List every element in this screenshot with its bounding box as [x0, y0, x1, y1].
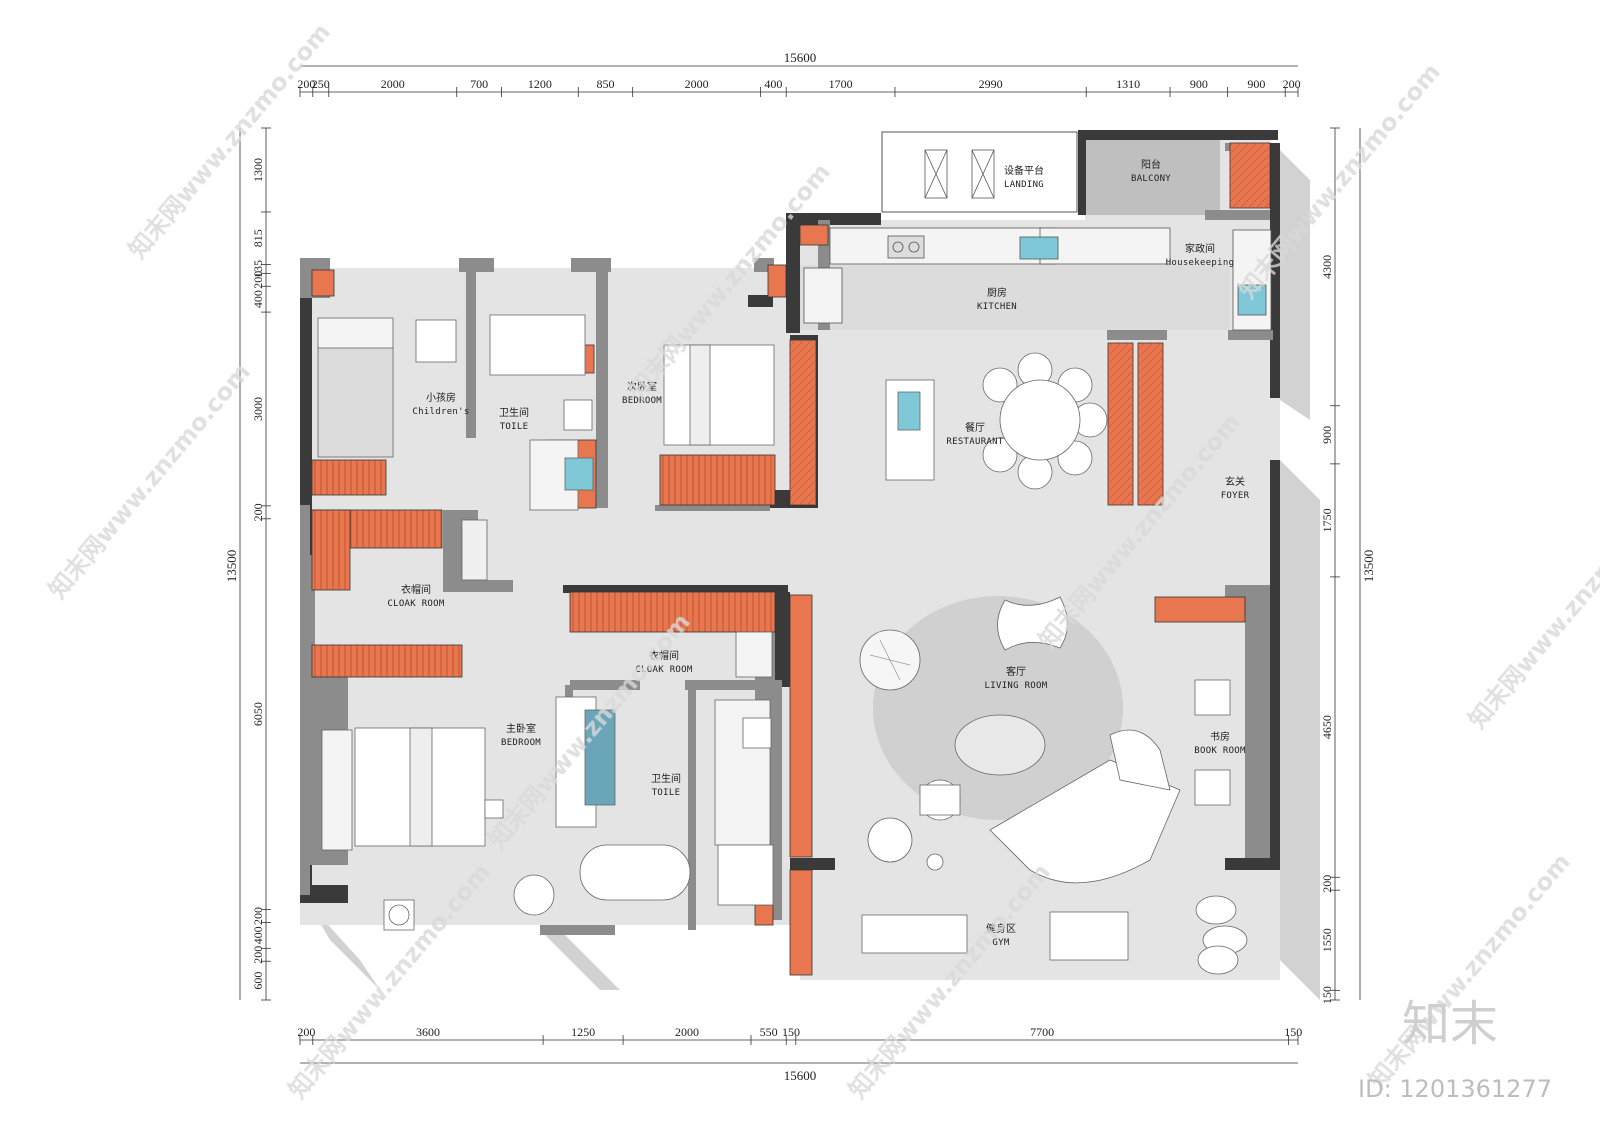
- bottom-total-dim: 15600: [784, 1068, 817, 1083]
- top-dim-label: 900: [1190, 77, 1208, 91]
- top-dim-label: 200: [1283, 77, 1301, 91]
- room-toile2-cn: 卫生间: [651, 772, 681, 785]
- bottom-dim-label: 7700: [1030, 1025, 1054, 1039]
- kitchen-counters: [803, 227, 1272, 331]
- top-dim-label: 200: [297, 77, 315, 91]
- left-dim-label: 600: [251, 972, 265, 990]
- watermark-1: 知末网www.znzmo.com: [123, 18, 336, 264]
- bottom-dim-label: 150: [1284, 1025, 1302, 1039]
- left-dim-label: 3000: [251, 397, 265, 421]
- room-book-en: BOOK ROOM: [1194, 746, 1246, 756]
- left-dim-label: 200: [251, 946, 265, 964]
- bottom-dim-label: 200: [297, 1025, 315, 1039]
- room-housekeeping-cn: 家政间: [1185, 242, 1215, 255]
- top-dim-label: 1200: [528, 77, 552, 91]
- top-dimensions: [300, 65, 1298, 93]
- top-dim-label: 850: [596, 77, 614, 91]
- watermark-10: 知末网www.znzmo.com: [1363, 848, 1576, 1094]
- top-dim-label: 700: [470, 77, 488, 91]
- room-balcony-en: BALCONY: [1131, 174, 1171, 184]
- dining-set: [885, 352, 1108, 490]
- brand-logo: 知末: [1402, 996, 1498, 1052]
- balcony-floor: [1085, 135, 1220, 215]
- right-dim-label: 1750: [1320, 508, 1334, 532]
- right-dim-label: 4300: [1320, 255, 1334, 279]
- right-dim-label: 1550: [1320, 928, 1334, 952]
- room-book-cn: 书房: [1210, 730, 1230, 743]
- top-dim-label: 2990: [979, 77, 1003, 91]
- room-balcony-cn: 阳台: [1141, 158, 1161, 171]
- room-kitchen-en: KITCHEN: [977, 302, 1017, 312]
- living-furniture: [859, 596, 1248, 975]
- room-children-en: Children's: [412, 407, 469, 417]
- top-dim-label: 250: [312, 77, 330, 91]
- watermark-7: 知末网www.znzmo.com: [1463, 488, 1600, 734]
- bottom-dim-label: 1250: [571, 1025, 595, 1039]
- bottom-segment-dims: 200 3600 1250 2000 550 150 7700 150: [297, 1025, 1302, 1045]
- left-total-dim: 13500: [224, 550, 239, 583]
- side-dimensions: [239, 128, 1361, 1000]
- landing-platform: [881, 131, 1078, 213]
- right-dim-label: 150: [1320, 986, 1334, 1004]
- left-dim-label: 815: [251, 229, 265, 247]
- room-toile2-en: TOILE: [652, 788, 681, 798]
- landing-units: [924, 149, 995, 199]
- bottom-dim-label: 550: [760, 1025, 778, 1039]
- top-dim-label: 2000: [685, 77, 709, 91]
- room-children-cn: 小孩房: [426, 391, 456, 404]
- bedroom-furniture: [317, 314, 775, 931]
- top-dim-label: 900: [1247, 77, 1265, 91]
- room-master-cn: 主卧室: [506, 722, 536, 735]
- room-housekeeping-en: Housekeeping: [1166, 258, 1235, 268]
- right-segment-dims: 4300 900 1750 4650 200 1550 150: [1320, 127, 1340, 1004]
- left-dim-label: 200: [251, 907, 265, 925]
- room-toile1-en: TOILE: [500, 422, 529, 432]
- room-landing-cn: 设备平台: [1004, 164, 1044, 177]
- room-bedroom2-en: BEDROOM: [622, 396, 662, 406]
- room-foyer-en: FOYER: [1221, 491, 1250, 501]
- room-restaurant-en: RESTAURANT: [946, 437, 1003, 447]
- bottom-dimensions: [300, 1039, 1298, 1064]
- top-total-dim: 15600: [784, 50, 817, 65]
- left-dim-label: 6050: [251, 702, 265, 726]
- room-bedroom2-cn: 次卧室: [627, 380, 657, 393]
- left-dim-label: 400: [251, 290, 265, 308]
- room-gym-en: GYM: [992, 938, 1009, 948]
- bottom-dim-label: 2000: [675, 1025, 699, 1039]
- left-dim-label: 1300: [251, 158, 265, 182]
- bottom-dim-label: 150: [782, 1025, 800, 1039]
- room-living-en: LIVING ROOM: [985, 681, 1048, 691]
- right-dim-label: 4650: [1320, 715, 1334, 739]
- room-cloak2-en: CLOAK ROOM: [635, 665, 692, 675]
- room-cloak2-cn: 衣帽间: [649, 649, 679, 662]
- room-gym-cn: 健身区: [986, 922, 1016, 935]
- kitchen-floor: [800, 265, 1230, 330]
- room-master-en: BEDROOM: [501, 738, 541, 748]
- bottom-dim-label: 3600: [416, 1025, 440, 1039]
- right-dim-label: 200: [1320, 875, 1334, 893]
- living-rug: [873, 596, 1123, 820]
- room-foyer-cn: 玄关: [1225, 475, 1245, 488]
- room-cloak1-en: CLOAK ROOM: [387, 599, 444, 609]
- left-dim-label: 200: [251, 271, 265, 289]
- top-dim-label: 1310: [1116, 77, 1140, 91]
- right-total-dim: 13500: [1361, 550, 1376, 583]
- top-dim-label: 1700: [829, 77, 853, 91]
- room-restaurant-cn: 餐厅: [965, 421, 985, 434]
- right-dim-label: 900: [1320, 426, 1334, 444]
- left-dim-label: 400: [251, 926, 265, 944]
- room-living-cn: 客厅: [1006, 665, 1026, 678]
- left-dim-label: 200: [251, 503, 265, 521]
- room-kitchen-cn: 厨房: [987, 286, 1007, 299]
- room-cloak1-cn: 衣帽间: [401, 583, 431, 596]
- room-labels: 设备平台 LANDING 阳台 BALCONY 家政间 Housekeeping…: [387, 158, 1249, 948]
- top-dim-label: 400: [764, 77, 782, 91]
- room-toile1-cn: 卫生间: [499, 406, 529, 419]
- id-label: ID: 1201361277: [1358, 1075, 1552, 1103]
- room-landing-en: LANDING: [1004, 180, 1044, 190]
- top-dim-label: 2000: [381, 77, 405, 91]
